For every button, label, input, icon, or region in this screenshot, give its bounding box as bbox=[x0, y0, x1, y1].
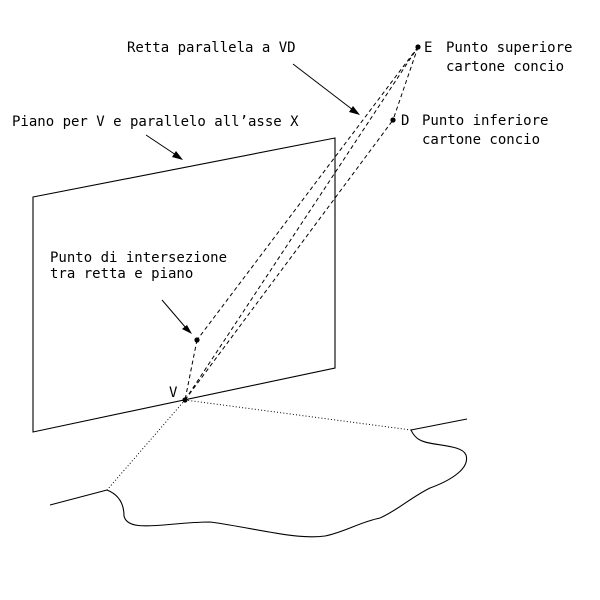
dashed-line-e-d bbox=[392, 46, 419, 121]
label-punto-superiore-line2: cartone concio bbox=[446, 59, 564, 75]
leader-piano bbox=[145, 134, 177, 156]
ground-region-outline bbox=[106, 429, 468, 538]
point-d-marker bbox=[390, 117, 396, 123]
arrowhead-punto-intersezione bbox=[182, 325, 192, 334]
label-point-v: V bbox=[169, 385, 178, 401]
label-punto-intersezione-line2: tra retta e piano bbox=[50, 266, 193, 282]
point-e-marker bbox=[415, 44, 421, 50]
dashed-line-v-e bbox=[184, 46, 419, 401]
label-punto-inferiore-line2: cartone concio bbox=[422, 132, 540, 148]
dashed-line-v-d bbox=[184, 119, 394, 401]
label-piano: Piano per V e parallelo all’asse X bbox=[12, 114, 299, 130]
dashed-line-e-intersection bbox=[196, 46, 419, 341]
dashed-line-intersection-v bbox=[184, 339, 198, 401]
label-punto-superiore-line1: Punto superiore bbox=[446, 40, 572, 56]
dotted-line-v-left bbox=[106, 399, 186, 491]
point-intersection-marker bbox=[194, 337, 200, 343]
label-punto-intersezione-line1: Punto di intersezione bbox=[50, 250, 227, 266]
arrowhead-retta-parallela bbox=[349, 106, 360, 115]
plane-polygon bbox=[32, 137, 336, 433]
arrowhead-piano bbox=[172, 151, 183, 160]
ground-right-edge bbox=[410, 418, 468, 431]
ground-left-edge bbox=[49, 489, 108, 506]
leader-punto-intersezione bbox=[161, 299, 187, 329]
dotted-line-v-right bbox=[184, 399, 412, 431]
label-retta-parallela: Retta parallela a VD bbox=[127, 40, 296, 56]
label-point-d: D bbox=[401, 113, 409, 129]
point-v-marker bbox=[182, 397, 188, 403]
leader-retta-parallela bbox=[292, 63, 354, 111]
label-punto-inferiore-line1: Punto inferiore bbox=[422, 113, 548, 129]
label-point-e: E bbox=[424, 40, 432, 56]
